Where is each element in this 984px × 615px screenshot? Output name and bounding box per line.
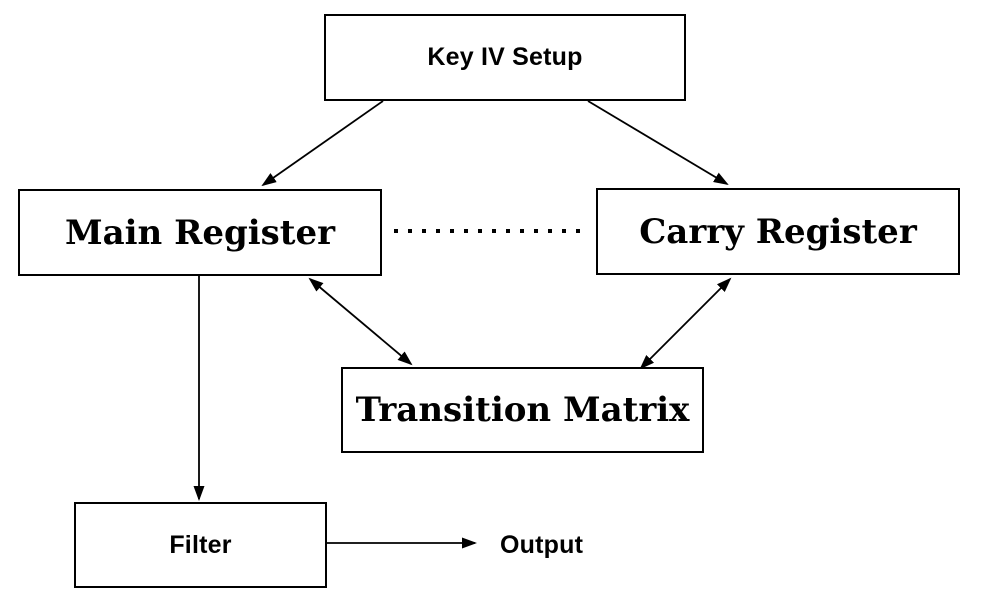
node-key-iv-setup-label: Key IV Setup xyxy=(427,43,583,71)
edge-transition-matrix-carry-register xyxy=(639,277,732,370)
node-carry-register-label: Carry Register xyxy=(639,211,917,252)
edge-keyiv-to-main-register xyxy=(261,100,384,187)
node-main-register-label: Main Register xyxy=(64,212,336,253)
node-transition-matrix-label: Transition Matrix xyxy=(355,390,690,430)
output-label: Output xyxy=(500,527,583,563)
edge-main-register-transition-matrix xyxy=(308,277,413,366)
node-filter-label: Filter xyxy=(169,530,232,559)
node-filter: Filter xyxy=(74,502,327,588)
output-label-text: Output xyxy=(500,530,584,559)
node-transition-matrix: Transition Matrix xyxy=(341,367,704,453)
node-main-register: Main Register xyxy=(18,189,382,276)
edge-keyiv-to-carry-register xyxy=(587,100,729,186)
node-carry-register: Carry Register xyxy=(596,188,960,275)
node-key-iv-setup: Key IV Setup xyxy=(324,14,686,101)
